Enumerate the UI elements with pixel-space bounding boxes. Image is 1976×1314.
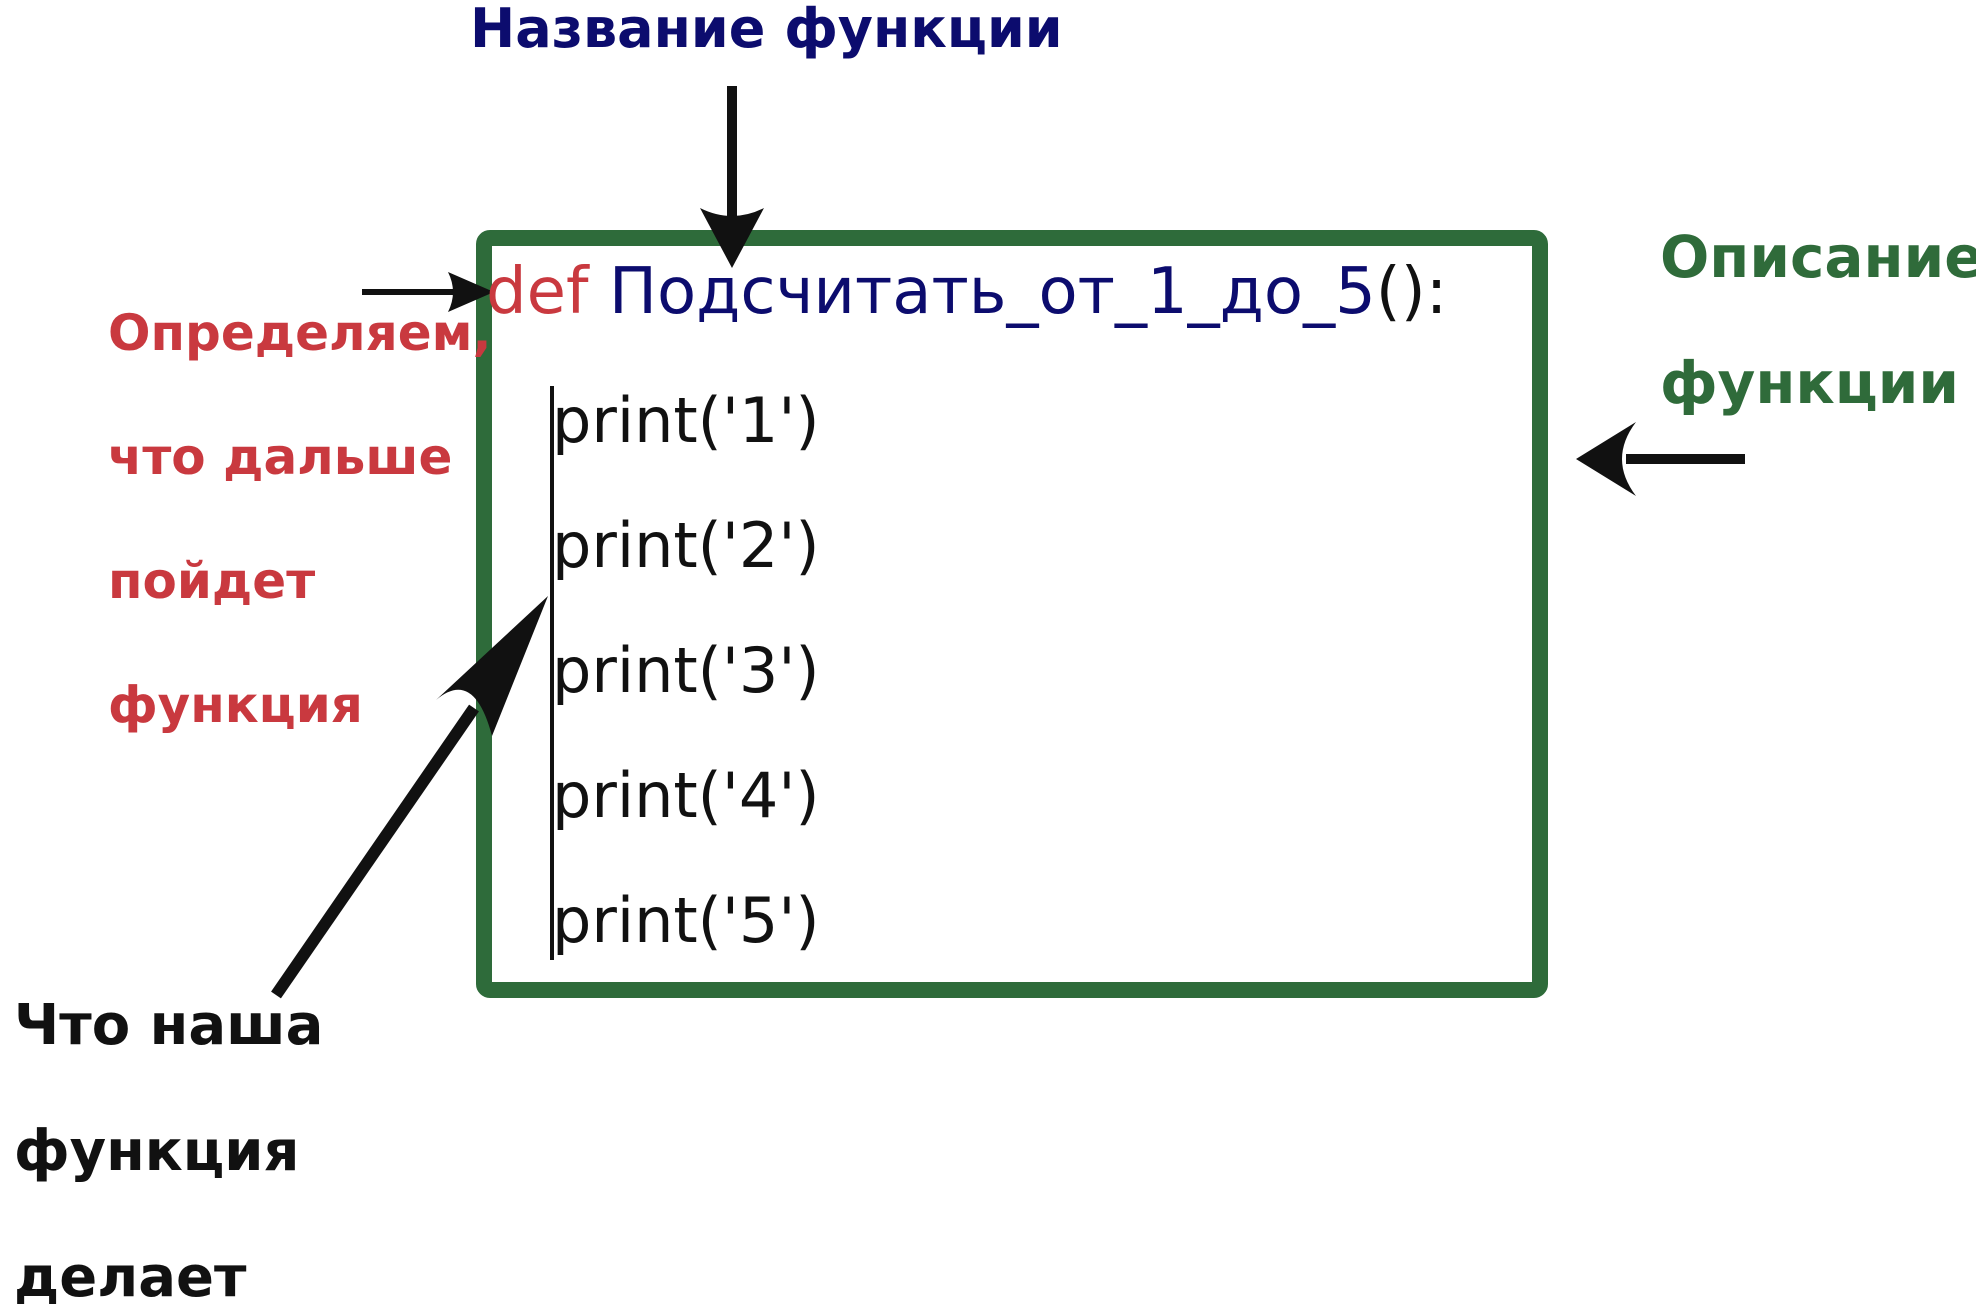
body-annotation-line: функция bbox=[14, 1119, 300, 1184]
body-annotation-line: делает bbox=[14, 1245, 247, 1310]
code-line: print('4') bbox=[552, 759, 820, 832]
define-annotation-line: функция bbox=[108, 676, 363, 734]
description-annotation-line: Описание bbox=[1660, 223, 1976, 291]
define-annotation-line: Определяем, bbox=[108, 304, 492, 362]
arrow-to-box-right bbox=[1576, 422, 1745, 496]
description-annotation-line: функции bbox=[1660, 349, 1960, 417]
function-box bbox=[476, 230, 1548, 998]
body-annotation-line: Что наша bbox=[14, 993, 324, 1058]
signature-end: (): bbox=[1375, 255, 1448, 329]
code-line: print('3') bbox=[552, 634, 820, 707]
arrow-to-body bbox=[271, 596, 548, 999]
arrow-to-def bbox=[362, 272, 494, 312]
code-line: print('2') bbox=[552, 509, 820, 582]
code-line: print('5') bbox=[552, 884, 820, 957]
function-name: Подсчитать_от_1_до_5 bbox=[588, 255, 1376, 329]
code-line: print('1') bbox=[552, 384, 820, 457]
define-annotation-line: пойдет bbox=[108, 552, 316, 610]
arrow-to-function-name bbox=[700, 86, 764, 268]
function-name-annotation: Название функции bbox=[470, 0, 1063, 60]
function-definition-line: def Подсчитать_от_1_до_5(): bbox=[486, 260, 1447, 324]
def-keyword: def bbox=[486, 255, 589, 329]
define-annotation-line: что дальше bbox=[108, 428, 453, 486]
